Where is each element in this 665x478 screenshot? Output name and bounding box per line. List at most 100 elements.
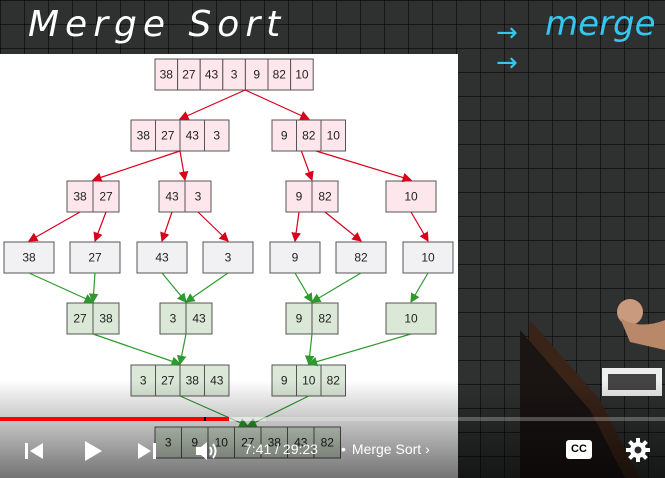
array-cell-value: 43	[192, 312, 206, 326]
merge-arrow	[304, 333, 315, 366]
progress-played	[0, 417, 230, 421]
merge-arrow	[88, 272, 99, 304]
array-cell-value: 9	[281, 129, 288, 143]
array-cell	[66, 302, 94, 335]
array-cell	[69, 241, 121, 274]
array-cell	[66, 180, 94, 213]
array-cell-value: 43	[165, 190, 179, 204]
array-cell-value: 27	[99, 190, 113, 204]
array-cell-value: 3	[195, 190, 202, 204]
split-arrow	[91, 150, 181, 182]
array-cell	[402, 241, 454, 274]
split-arrow	[178, 89, 246, 120]
array-cell	[179, 119, 205, 152]
chapter-marker	[204, 417, 207, 421]
array-cell-value: 10	[327, 129, 341, 143]
array-cell-value: 82	[273, 68, 287, 82]
array-cell-value: 27	[73, 312, 87, 326]
previous-icon[interactable]	[22, 440, 46, 462]
chapter-title-button[interactable]: •Merge Sort›	[341, 441, 430, 457]
array-cell	[159, 302, 187, 335]
array-cell-value: 10	[404, 312, 418, 326]
array-cell	[92, 302, 120, 335]
array-box-level-3-1: 27	[69, 241, 121, 274]
array-cell-value: 38	[73, 190, 87, 204]
settings-icon[interactable]	[625, 437, 651, 463]
split-arrow	[300, 150, 314, 182]
chapter-title: Merge Sort	[351, 441, 422, 457]
merge-arrow	[185, 272, 229, 303]
array-cell	[130, 119, 156, 152]
split-arrow	[410, 211, 429, 243]
array-box-level-2-0: 38 27	[66, 180, 120, 213]
split-arrow	[27, 211, 81, 242]
array-cell	[290, 58, 314, 91]
array-cell-value: 10	[295, 68, 309, 82]
array-box-level-3-0: 38	[3, 241, 55, 274]
player-controls-gradient	[0, 380, 665, 478]
array-cell-value: 43	[205, 68, 219, 82]
array-cell	[269, 241, 321, 274]
array-cell	[296, 119, 322, 152]
volume-icon[interactable]	[194, 439, 220, 463]
array-cell	[3, 241, 55, 274]
array-cell-value: 3	[231, 68, 238, 82]
array-cell-value: 9	[296, 312, 303, 326]
array-cell-value: 10	[421, 251, 435, 265]
array-cell-value: 82	[318, 312, 332, 326]
split-arrow	[160, 211, 173, 243]
array-cell	[92, 180, 120, 213]
array-cell	[311, 180, 339, 213]
split-arrow	[291, 211, 301, 243]
progress-bar[interactable]	[0, 417, 665, 421]
cc-icon[interactable]: CC	[566, 440, 592, 459]
array-cell-value: 82	[354, 251, 368, 265]
array-cell-value: 38	[160, 68, 174, 82]
array-cell-value: 3	[225, 251, 232, 265]
array-cell-value: 27	[161, 129, 175, 143]
handwritten-title: Merge Sort	[28, 4, 287, 45]
array-cell	[158, 180, 186, 213]
merge-arrow	[28, 272, 95, 303]
array-cell	[320, 119, 346, 152]
handwritten-arrow-2: →	[496, 48, 518, 78]
array-cell	[311, 302, 339, 335]
array-box-level-2-3: 10	[385, 180, 437, 213]
array-box-level-4-3: 10	[385, 302, 437, 335]
array-cell-value: 10	[404, 190, 418, 204]
merge-arrow	[310, 272, 362, 303]
handwritten-merge-note: merge	[545, 4, 656, 44]
split-arrow	[244, 89, 310, 120]
array-cell-value: 9	[253, 68, 260, 82]
split-arrow	[197, 211, 229, 242]
array-cell-value: 82	[302, 129, 316, 143]
array-cell	[335, 241, 387, 274]
play-icon[interactable]	[82, 439, 104, 463]
merge-arrow	[161, 272, 187, 303]
merge-arrow	[176, 333, 187, 366]
array-box-level-1-1: 9 82 10	[271, 119, 346, 152]
array-cell	[155, 119, 181, 152]
array-cell	[385, 180, 437, 213]
array-cell-value: 82	[318, 190, 332, 204]
array-cell-value: 43	[186, 129, 200, 143]
split-arrow	[324, 211, 362, 242]
next-icon[interactable]	[135, 440, 159, 462]
array-box-level-3-5: 82	[335, 241, 387, 274]
chevron-right-icon: ›	[425, 441, 430, 457]
merge-arrow	[307, 333, 412, 367]
merge-arrow	[92, 333, 182, 366]
array-box-level-3-2: 43	[136, 241, 188, 274]
array-cell	[271, 119, 297, 152]
split-arrow	[315, 150, 413, 183]
array-cell	[185, 302, 213, 335]
array-cell-value: 38	[22, 251, 36, 265]
array-cell-value: 3	[213, 129, 220, 143]
array-box-level-2-1: 43 3	[158, 180, 212, 213]
